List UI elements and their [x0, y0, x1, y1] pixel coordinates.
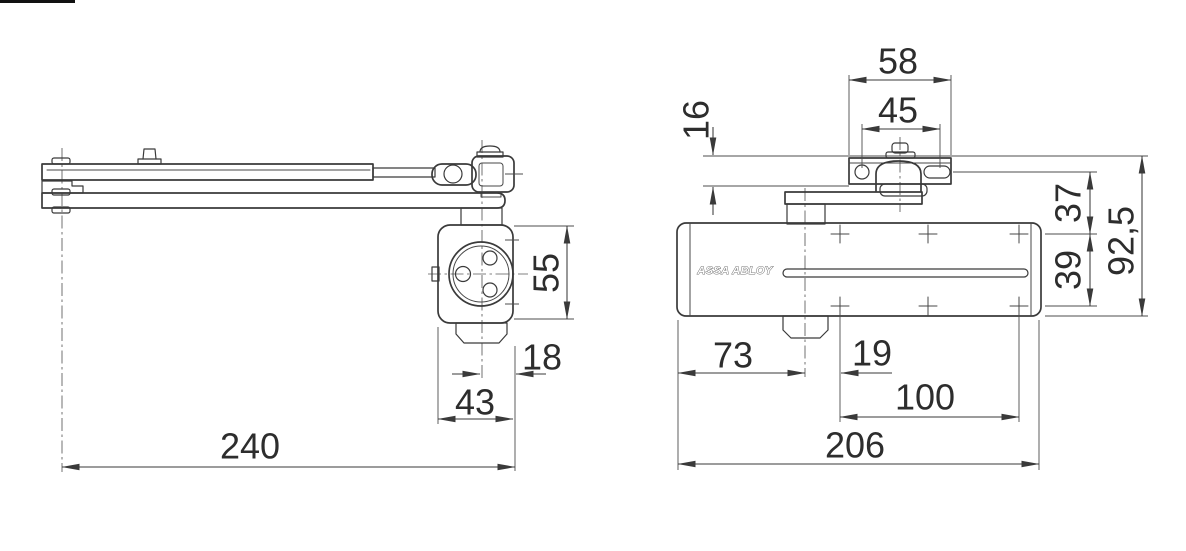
- arm-shoe: [41, 157, 84, 214]
- dim-label-45: 45: [878, 90, 918, 131]
- dim-label-206: 206: [825, 425, 885, 466]
- right-view-centerlines: [804, 137, 901, 377]
- arm-main-bar: [41, 192, 506, 209]
- bracket-slot: [923, 165, 951, 179]
- adjustment-groove: [782, 268, 1029, 278]
- dim-overall-length: 240: [61, 426, 516, 471]
- scan-edge-artifact: [0, 0, 75, 3]
- dim-label-55: 55: [526, 253, 567, 293]
- dim-label-100: 100: [895, 377, 955, 418]
- dim-hole-rows-spacing: 39: [1048, 233, 1094, 307]
- spindle-boss-side: [786, 203, 826, 225]
- spindle-boss: [460, 207, 503, 226]
- dim-label-58: 58: [878, 41, 918, 82]
- right-view-side: ASSA ABLOY 58 45: [676, 41, 1148, 470]
- dim-label-39: 39: [1048, 250, 1089, 290]
- side-valve-tab: [431, 266, 440, 282]
- dim-body-width: 43: [437, 327, 514, 424]
- dim-body-height: 55: [514, 225, 574, 320]
- body-end-caps: [689, 222, 1032, 317]
- closer-body-side-view: ASSA ABLOY: [676, 222, 1042, 339]
- body-bottom-tab: [455, 322, 508, 344]
- dim-axis-to-top-holes: 37: [1048, 171, 1094, 235]
- valve-hole-bottom: [482, 282, 498, 298]
- elbow-bolt: [476, 145, 504, 198]
- dim-overall-height: 92,5: [1101, 155, 1146, 317]
- dim-spindle-to-holes: 19: [840, 333, 892, 377]
- dim-edge-to-spindle: 73: [677, 335, 806, 377]
- fixing-hole-crosses: [830, 224, 1029, 316]
- valve-hole-left: [454, 265, 472, 283]
- piston-bore-inner: [452, 245, 510, 303]
- arm-assembly: [41, 145, 523, 214]
- arm-adjust-bolt: [137, 148, 162, 165]
- body-outline-side: [676, 222, 1042, 317]
- valve-hole-top: [482, 250, 498, 266]
- dim-label-240: 240: [220, 426, 280, 467]
- pivot-bolt-head: [891, 142, 909, 154]
- piston-bore-outer: [448, 241, 514, 307]
- dim-label-16: 16: [676, 100, 717, 140]
- reference-lines: [703, 155, 1148, 317]
- elbow-clevis-inner: [478, 162, 504, 187]
- dim-spindle-to-edge: 18: [452, 337, 562, 471]
- arm-side-view: [784, 160, 928, 225]
- elbow-knuckle: [875, 160, 922, 192]
- body-bottom-tab-side: [782, 315, 829, 339]
- arm-fork: [431, 163, 477, 186]
- body-edge-ticks: [505, 239, 519, 305]
- arm-bar-side: [784, 191, 923, 205]
- dim-label-19: 19: [852, 333, 892, 374]
- dim-label-37: 37: [1048, 183, 1089, 223]
- bottom-extension-lines: [677, 312, 1040, 470]
- brand-logo-text: ASSA ABLOY: [696, 265, 774, 277]
- dim-label-92-5: 92,5: [1101, 206, 1142, 276]
- dim-bracket-length: 58: [848, 41, 952, 155]
- left-view-centerlines: [61, 140, 528, 472]
- elbow-collar: [879, 183, 928, 197]
- dim-label-73: 73: [713, 335, 753, 376]
- arm-top-bar: [41, 163, 374, 181]
- pivot-bolt-flange: [885, 151, 916, 159]
- dim-frame-offset: 16: [676, 100, 717, 215]
- dim-label-18: 18: [522, 337, 562, 378]
- dim-body-length: 206: [677, 425, 1040, 468]
- arm-rod: [372, 167, 436, 178]
- arm-fork-pin: [443, 164, 463, 184]
- dim-bracket-hole-spacing: 45: [861, 90, 941, 168]
- closer-body-end-view: [431, 207, 519, 344]
- dim-holes-spacing: 100: [839, 377, 1020, 421]
- left-view-top: 55 18 43 240: [41, 140, 574, 472]
- dim-label-43: 43: [455, 382, 495, 423]
